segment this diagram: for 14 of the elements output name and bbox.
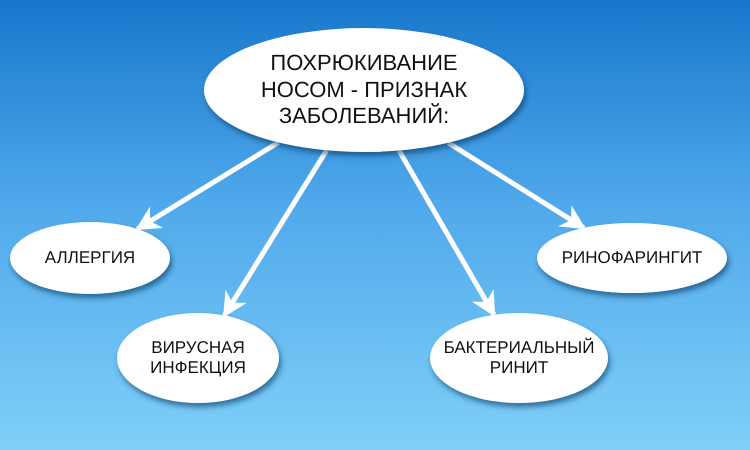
disease-ellipse — [117, 313, 279, 403]
disease-ellipse — [204, 28, 524, 152]
arrow — [222, 148, 329, 318]
disease-ellipse — [10, 222, 170, 294]
node-text: ВИРУСНАЯ ИНФЕКЦИЯ — [149, 338, 247, 378]
arrow — [135, 140, 280, 232]
node-text: РИНОФАРИНГИТ — [560, 248, 704, 268]
disease-ellipse — [430, 313, 608, 403]
disease-ellipse — [537, 223, 727, 293]
node-text: ПОХРЮКИВАНИЕ НОСОМ - ПРИЗНАК ЗАБОЛЕВАНИЙ: — [260, 50, 468, 130]
node-text: АЛЛЕРГИЯ — [44, 248, 136, 268]
node-text: БАКТЕРИАЛЬНЫЙ РИНИТ — [442, 338, 596, 378]
arrow — [396, 149, 496, 317]
arrow — [446, 140, 586, 230]
